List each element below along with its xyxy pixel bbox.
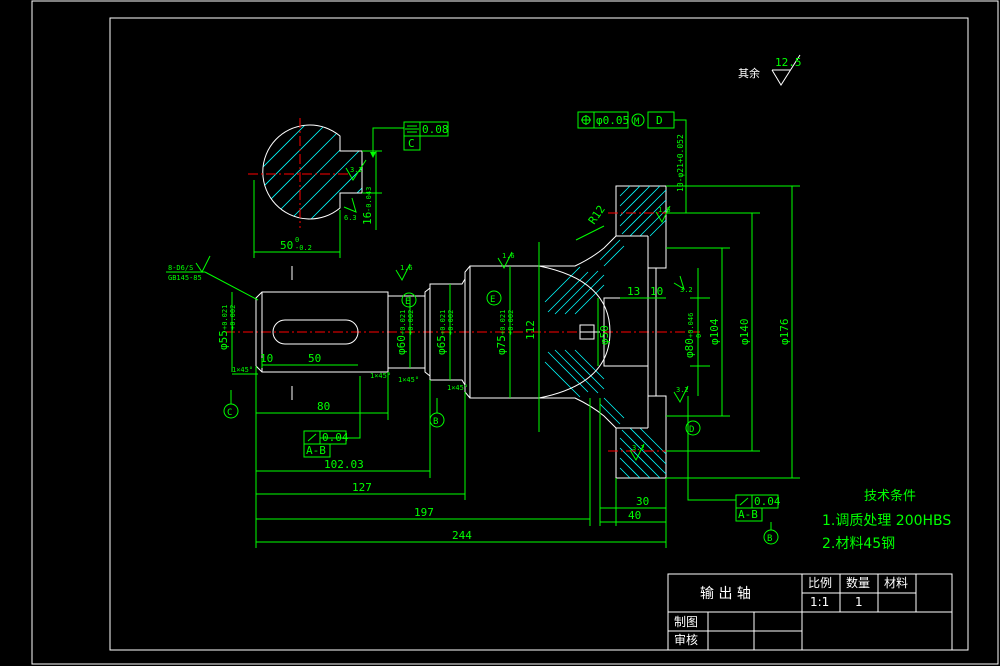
inner-border bbox=[109, 17, 969, 651]
side-roughness: 6.3 bbox=[344, 214, 357, 222]
dim-d80-tol: +0.0460 bbox=[687, 313, 703, 338]
dim-len10: 10 bbox=[260, 352, 273, 365]
dimensions: φ55 +0.021+0.002 φ60 +0.021+0.002 φ65 +0… bbox=[166, 111, 800, 548]
holes-note: 10-φ21+0.052 bbox=[676, 134, 685, 192]
dim-r12: R12 bbox=[586, 203, 608, 227]
part-name: 输 出 轴 bbox=[700, 586, 751, 602]
section-view: 50 0-0.2 16 -0.043 3.2 6.3 0.08 C bbox=[248, 118, 449, 258]
scale-value: 1:1 bbox=[810, 595, 829, 609]
qty-value: 1 bbox=[855, 595, 863, 609]
position-ref: D bbox=[656, 114, 663, 127]
notes-line-1: 1.调质处理 200HBS bbox=[822, 513, 951, 529]
shaft-main-view bbox=[225, 185, 700, 479]
title-block: 输 出 轴 比例 数量 材料 1:1 1 制图 审核 bbox=[667, 573, 953, 651]
dim-len50: 50 bbox=[308, 352, 321, 365]
dim-d75-tol: +0.021+0.002 bbox=[499, 310, 515, 335]
key-width-dim: 16 bbox=[361, 212, 374, 225]
flange-hatch bbox=[544, 185, 667, 479]
roughness-6: 1.6 bbox=[658, 206, 671, 214]
dim-d60-tol: +0.021+0.002 bbox=[399, 310, 415, 335]
runout-2-ref: A-B bbox=[738, 508, 758, 521]
qty-label: 数量 bbox=[846, 575, 870, 590]
scale-label: 比例 bbox=[808, 576, 832, 590]
notes-line-2: 2.材料45钢 bbox=[822, 536, 895, 552]
dim-len10b: 10 bbox=[650, 285, 663, 298]
notes-title: 技术条件 bbox=[864, 488, 916, 504]
key-roughness: 3.2 bbox=[350, 166, 363, 174]
section-width-tol: 0-0.2 bbox=[295, 236, 312, 252]
roughness-value: 12.5 bbox=[775, 56, 802, 69]
dim-len102: 102.03 bbox=[324, 458, 364, 471]
datum-c: C bbox=[227, 408, 232, 418]
datum-b: B bbox=[433, 417, 438, 427]
datum-e-1: E bbox=[405, 297, 410, 307]
dim-d50: φ50 bbox=[598, 325, 611, 345]
checked-label: 审核 bbox=[674, 632, 698, 647]
position-tol: φ0.05 bbox=[596, 114, 629, 127]
dim-d104: φ104 bbox=[708, 318, 721, 345]
roughness-1: 1.6 bbox=[400, 264, 413, 272]
position-mod: M bbox=[634, 117, 640, 127]
dim-d65-tol: +0.021+0.002 bbox=[439, 310, 455, 335]
dim-d55-tol: +0.021+0.002 bbox=[221, 305, 237, 330]
roughness-label: 其余 bbox=[738, 66, 760, 80]
runout-1-ref: A-B bbox=[306, 444, 326, 457]
roughness-3: 3.2 bbox=[680, 286, 693, 294]
dim-len30: 30 bbox=[636, 495, 649, 508]
dim-len244: 244 bbox=[452, 529, 472, 542]
roughness-2: 1.6 bbox=[502, 252, 515, 260]
datum-e-2: E bbox=[490, 295, 495, 305]
key-width-tol: -0.043 bbox=[365, 187, 373, 212]
dim-d140: φ140 bbox=[738, 319, 751, 346]
general-roughness: 其余 12.5 bbox=[738, 54, 802, 86]
datum-d: D bbox=[689, 425, 694, 435]
runout-1: 0.04 bbox=[322, 431, 349, 444]
dim-d75: φ75 bbox=[495, 335, 508, 355]
chamfer-1: 1×45° bbox=[232, 366, 253, 374]
material-label: 材料 bbox=[884, 576, 908, 590]
dim-len40: 40 bbox=[628, 509, 641, 522]
outer-border bbox=[31, 0, 999, 665]
dim-len80: 80 bbox=[317, 400, 330, 413]
dim-d65: φ65 bbox=[435, 335, 448, 355]
runout-2: 0.04 bbox=[754, 495, 781, 508]
roughness-4: 3.2 bbox=[676, 386, 689, 394]
symmetry-ref: C bbox=[408, 137, 415, 150]
section-width-dim: 50 bbox=[280, 239, 293, 252]
spline-note-1: 8-D6/S bbox=[168, 264, 193, 272]
dim-len13: 13 bbox=[627, 285, 640, 298]
chamfer-3: 1×45° bbox=[398, 376, 419, 384]
dim-d80: φ80 bbox=[683, 338, 696, 358]
dim-len197: 197 bbox=[414, 506, 434, 519]
technical-notes: 技术条件 1.调质处理 200HBS 2.材料45钢 bbox=[822, 488, 951, 552]
chamfer-4: 1×45° bbox=[447, 384, 468, 392]
dim-d55: φ55 bbox=[217, 330, 230, 350]
dim-len127: 127 bbox=[352, 481, 372, 494]
symmetry-tol: 0.08 bbox=[422, 123, 449, 136]
chamfer-2: 1×45° bbox=[370, 372, 391, 380]
dim-d176: φ176 bbox=[778, 319, 791, 346]
drawn-label: 制图 bbox=[674, 615, 698, 629]
roughness-5: 3.2 bbox=[632, 444, 645, 452]
datum-b-2: B bbox=[767, 534, 772, 544]
dim-112: 112 bbox=[524, 320, 537, 340]
dim-d60: φ60 bbox=[395, 335, 408, 355]
spline-note-2: GB145-85 bbox=[168, 274, 202, 282]
